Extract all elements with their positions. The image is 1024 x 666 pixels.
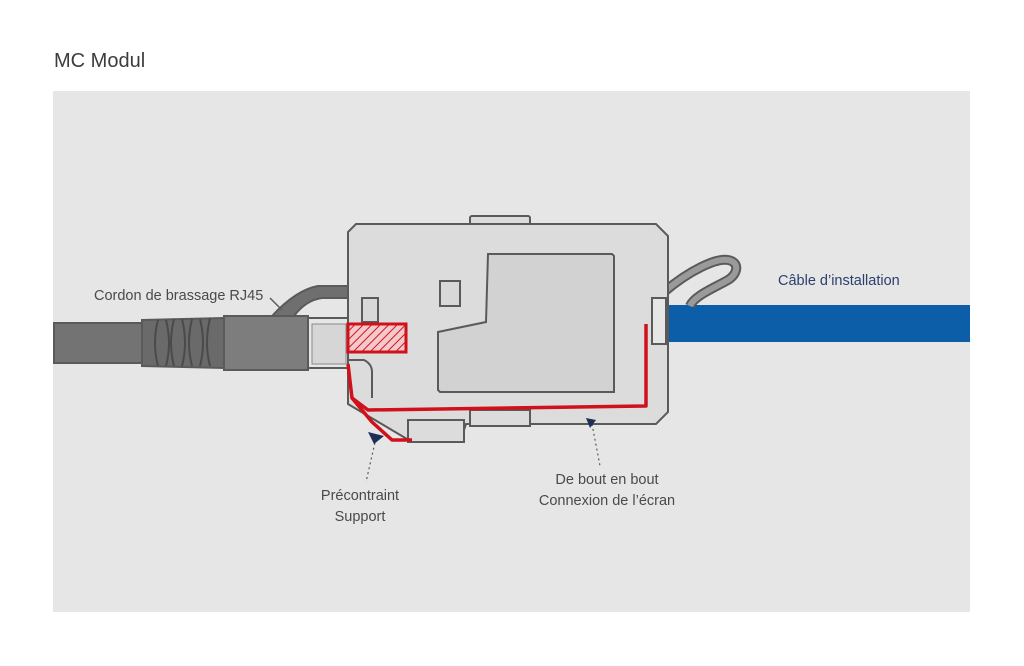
label-shield-line2: Connexion de l’écran <box>538 493 676 509</box>
label-installation-cable: Câble d’installation <box>778 273 900 289</box>
label-pre-tension-support: Précontraint Support <box>300 486 420 528</box>
label-patch-cord: Cordon de brassage RJ45 <box>94 288 264 304</box>
installation-cable <box>654 254 970 342</box>
label-shield-line1: De bout en bout <box>555 472 659 488</box>
pre-tension-arrow <box>365 432 384 483</box>
patch-cord-rj45 <box>53 285 353 371</box>
page-title: MC Modul <box>54 50 146 72</box>
shield-arrow <box>586 418 601 467</box>
pre-tension-support-highlight <box>346 322 412 442</box>
end-to-end-shield-highlight <box>350 324 648 412</box>
label-pre-tension-line1: Précontraint <box>320 488 400 504</box>
label-pre-tension-line2: Support <box>334 509 386 525</box>
mc-module-housing <box>347 215 669 443</box>
label-end-to-end-shield: De bout en bout Connexion de l’écran <box>518 470 696 512</box>
